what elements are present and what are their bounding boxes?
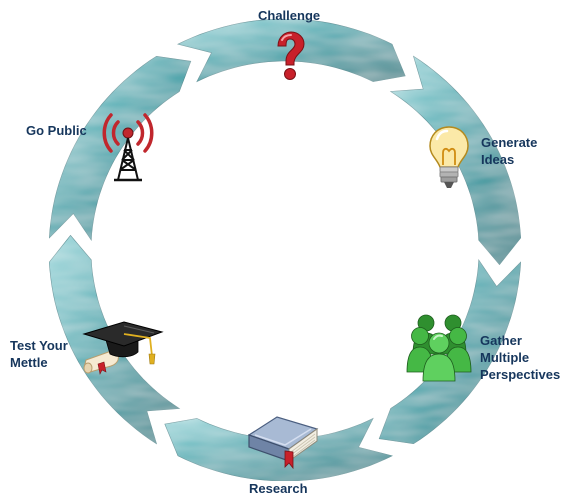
- stage-label-go-public: Go Public: [26, 123, 87, 138]
- ring-segment-challenge: [389, 55, 522, 266]
- question-mark-icon: [277, 31, 305, 80]
- stage-label-generate-ideas: Generate Ideas: [481, 135, 538, 167]
- stage-label-test-your-mettle: Test Your Mettle: [10, 338, 68, 370]
- book-icon: [247, 416, 319, 469]
- ring-segment-test-your-mettle: [48, 55, 192, 241]
- broadcast-tower-icon: [102, 113, 154, 182]
- people-group-icon: [406, 314, 472, 382]
- graduation-cap-icon: [82, 321, 164, 375]
- stage-label-gather-perspectives: Gather Multiple Perspectives: [480, 333, 561, 382]
- lightbulb-icon: [429, 126, 469, 188]
- ring-segment-research: [48, 234, 181, 445]
- stage-label-research: Research: [249, 481, 308, 496]
- stage-label-challenge: Challenge: [258, 8, 321, 23]
